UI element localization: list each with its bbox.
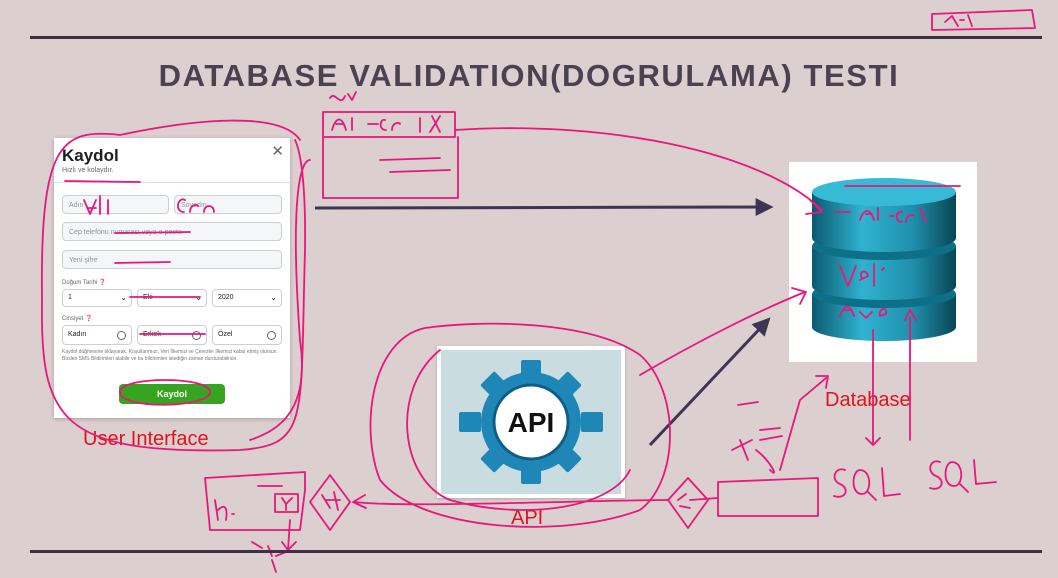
ink-scribble [944,14,973,27]
ink-scribble [83,195,109,215]
radio-icon [117,331,126,340]
signup-title: Kaydol [62,146,119,165]
ink-api-outline [369,322,671,528]
user-interface-caption: User Interface [83,428,209,450]
birthday-label: Doğum Tarihi ❓ [62,280,107,286]
ink-scribble [177,198,215,213]
ink-box-record [322,136,459,199]
api-caption: API [511,507,544,529]
close-icon[interactable]: ✕ [271,143,284,160]
ink-arrow-down [281,519,297,551]
ink-arrow-ui-to-db [454,127,823,211]
ink-box-server [717,477,819,517]
ink-arrow-up [904,309,917,441]
ui-to-database-arrow [314,198,774,217]
ink-box-record [322,111,456,138]
top-divider [30,36,1042,39]
api-label: API [508,407,555,438]
signup-form-screenshot: Kaydol Hızlı ve kolaydır. ✕ Adın Soyadın… [54,138,290,418]
signup-submit-button[interactable]: Kaydol [119,384,225,404]
ink-diamond [667,477,709,529]
ink-arrow-up [779,375,829,471]
gender-female-radio[interactable]: Kadın [62,325,132,345]
form-divider [54,182,290,183]
terms-text: Kaydol düğmesine tıklayarak, Koşullarımı… [62,349,278,362]
ink-scribble [839,306,888,319]
chevron-down-icon: ⌄ [270,293,277,302]
ink-circle-submit [119,379,211,406]
ink-diamond [309,474,351,531]
ink-scribble [834,207,927,223]
bottom-divider [30,550,1042,553]
ink-arrow-api-to-db [639,291,806,376]
ink-box-top-right [931,9,1036,31]
radio-icon [192,331,201,340]
birthday-day-value: 1 [68,294,72,301]
ink-sql-label [929,459,997,493]
database-image [789,162,977,362]
signup-subtitle: Hızlı ve kolaydır. [62,167,114,174]
ink-scribble [329,91,357,102]
birthday-year-value: 2020 [218,294,234,301]
database-caption: Database [825,389,911,411]
api-image-background: API [441,350,621,494]
ink-scribble [677,493,691,509]
ink-scribble [331,115,441,133]
gear-icon: API [459,360,603,484]
ink-scribble [281,497,293,511]
ink-scribble [839,263,885,287]
api-image: API [437,346,625,498]
ink-underlines [64,180,206,335]
password-input[interactable]: Yeni şifre [62,250,282,269]
ink-scribble [731,401,783,474]
gender-option-label: Kadın [68,331,87,338]
ink-sql-label [833,467,901,501]
ink-api-outline [406,349,631,511]
ink-arrowhead [805,199,823,215]
birthday-year-select[interactable]: 2020 ⌄ [212,289,282,307]
ink-arrowhead [352,494,367,509]
gender-label: Cinsiyet ❓ [62,316,93,322]
ink-arrowhead [791,287,807,305]
ink-ui-outline [40,119,307,452]
ink-arrow-to-ui [354,499,669,506]
ink-scribble [251,541,287,573]
ink-arrow-down [865,329,881,446]
ink-connector [689,497,719,501]
ink-scribble [214,499,235,521]
gender-custom-radio[interactable]: Özel [212,325,282,345]
chevron-down-icon: ⌄ [120,293,127,302]
birthday-day-select[interactable]: 1 ⌄ [62,289,132,307]
ink-scribble [379,157,451,173]
ink-ui-outline [249,159,311,441]
ink-box-bottom-left [204,471,306,531]
radio-icon [267,331,276,340]
slide-title: DATABASE VALIDATION(DOGRULAMA) TESTI [158,58,900,93]
ink-box-small [274,493,299,513]
ink-scribble [321,491,341,511]
gender-option-label: Özel [218,331,233,338]
